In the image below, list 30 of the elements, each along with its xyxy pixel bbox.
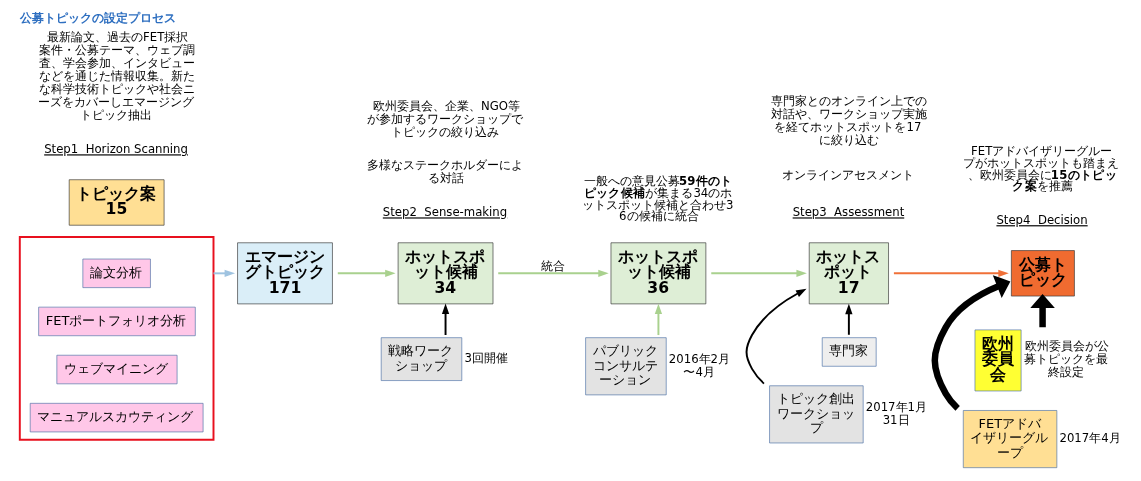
arrow (892, 269, 1009, 277)
arrow (1029, 293, 1055, 328)
edge-label: 統合 (540, 258, 565, 273)
cluster (18, 235, 214, 441)
label: 多様なステークホルダーによる対話 (366, 157, 523, 185)
label: FETアドバイザリーグループがホットスポットも踏まえ、欧州委員会に15のトピック案を推薦 (962, 144, 1119, 194)
arrow (931, 275, 1010, 411)
node-label: 2017年4月 (1058, 430, 1121, 445)
arrow (212, 269, 235, 277)
label: 一般への意見公募59件のトピック候補が集まる34のホットスポット候補と合わせ36の候補に統合 (581, 174, 733, 224)
label: Step1 Horizon Scanning (43, 142, 188, 157)
arrow (336, 269, 396, 277)
diagram-title: 公募トピックの設定プロセス (19, 11, 176, 26)
label: 最新論文、過去のFET採択案件・公募テーマ、ウェブ調査、学会参加、インタビューなどを通じた情報収集。新たな科学技術トピックや社会ニーズをカバーしエマージングトピック抽出 (37, 29, 195, 122)
arrow (745, 288, 806, 385)
node-label: 2017年1月31日 (865, 399, 927, 427)
label: Step2 Sense-making (382, 205, 507, 220)
label: 欧州委員会、企業、NGO等が参加するワークショップでトピックの絞り込み (366, 99, 523, 140)
arrow (844, 303, 853, 336)
node-label: 2016年2月〜4月 (668, 351, 730, 379)
arrow (654, 303, 662, 337)
label: Step4 Decision (995, 213, 1088, 228)
node-label: 欧州委員会が公募トピックを最終設定 (1023, 339, 1109, 380)
label: Step3 Assessment (792, 205, 904, 220)
arrow (496, 269, 609, 277)
node-label: 3回開催 (463, 350, 508, 365)
label: 専門家とのオンライン上での対話や、ワークショップ実施を経てホットスポットを17に絞り込む (770, 94, 927, 148)
arrow (709, 269, 807, 277)
label: オンラインアセスメント (781, 168, 914, 183)
arrow (441, 303, 449, 336)
